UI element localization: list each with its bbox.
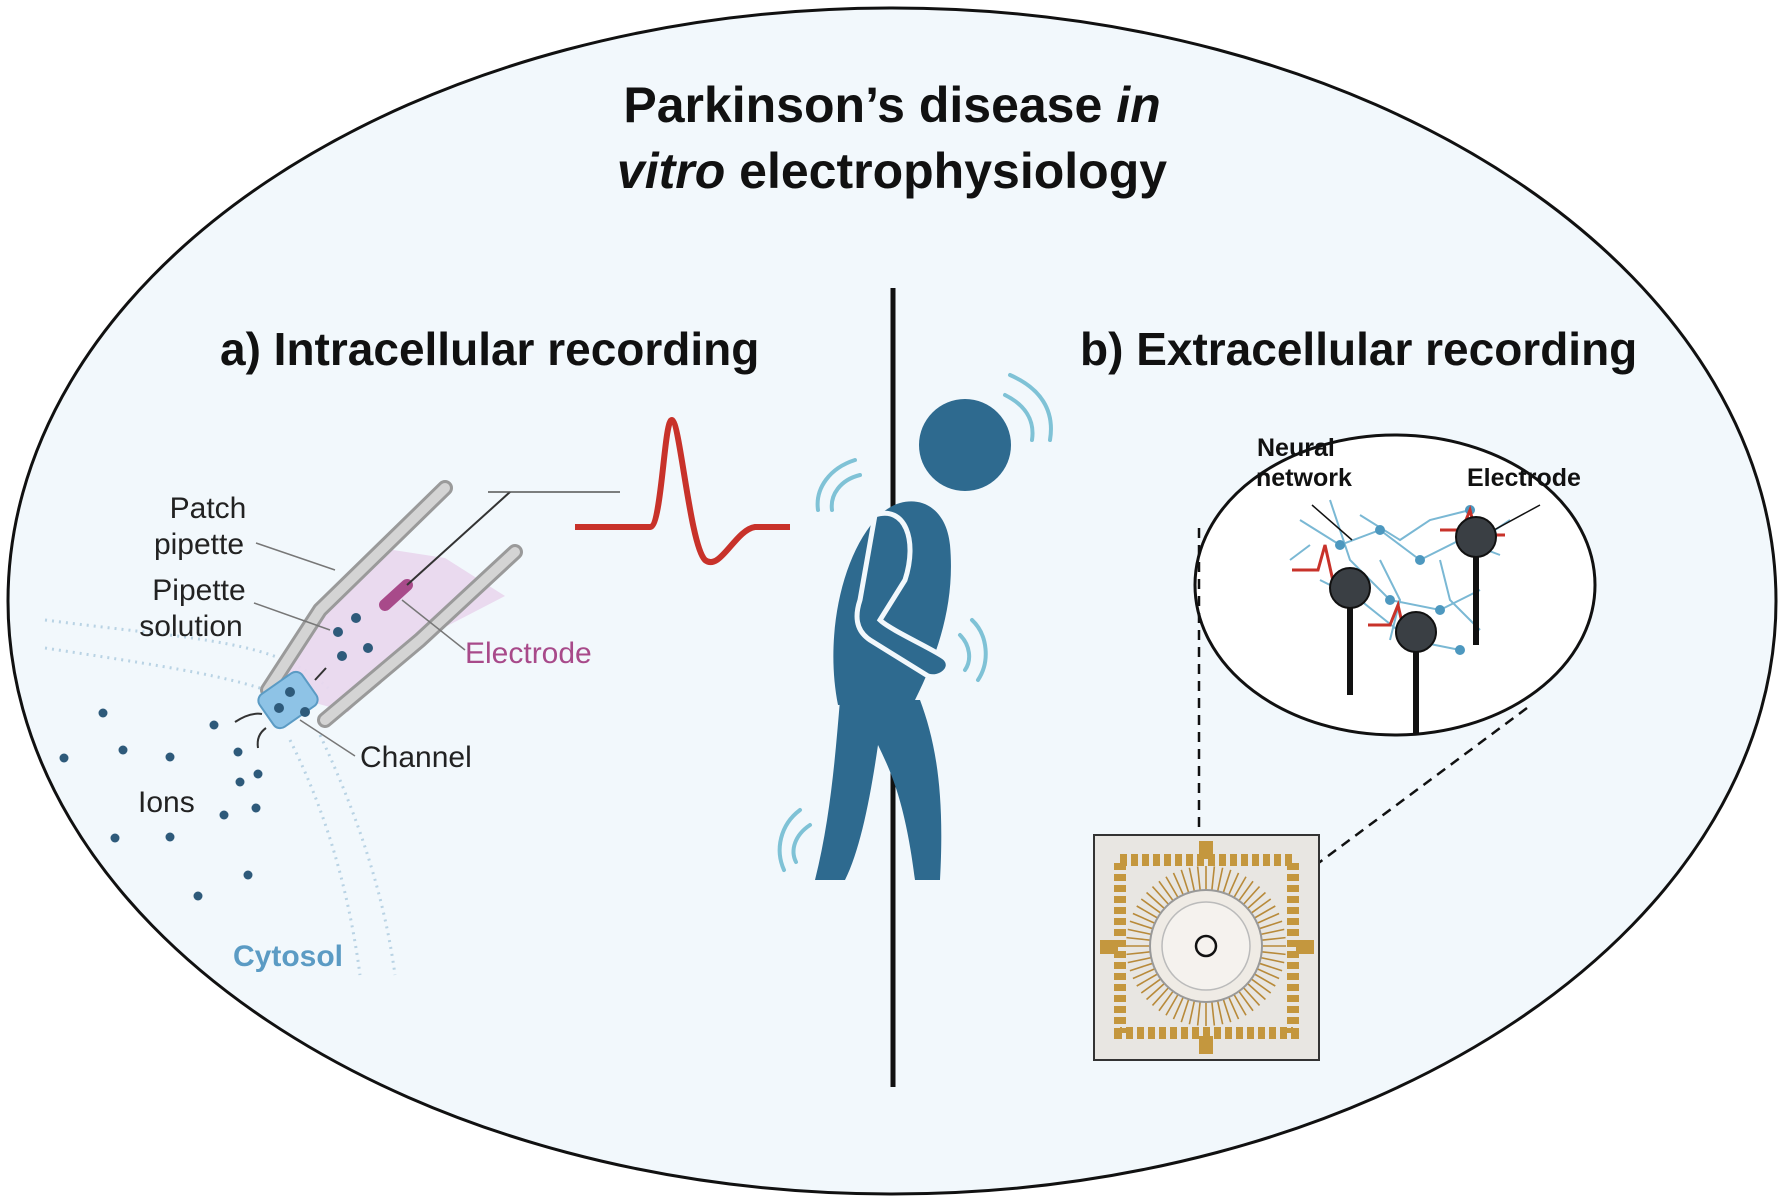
label-patch-pipette-1: Patch [170, 492, 247, 525]
mea-trace [1211, 866, 1216, 891]
mea-trace [1127, 928, 1152, 936]
label-patch-pipette-2: pipette [154, 528, 244, 561]
mea-trace [1222, 869, 1232, 893]
mea-trace [1129, 920, 1153, 930]
mea-trace [1158, 990, 1174, 1012]
microelectrode-array-icon [1093, 834, 1320, 1061]
mea-trace [1165, 994, 1179, 1016]
mea-trace [1233, 994, 1247, 1016]
mea-trace [1180, 999, 1190, 1023]
mea-trace [1228, 996, 1240, 1020]
neural-network-inset-icon [1193, 433, 1597, 737]
mea-trace [1196, 1001, 1201, 1026]
mea-trace [1247, 982, 1266, 1001]
mea-trace [1216, 1000, 1224, 1025]
mea-trace [1132, 968, 1156, 980]
mea-trace [1242, 987, 1261, 1006]
mea-trace [1146, 891, 1165, 910]
mea-trace [1140, 978, 1162, 994]
label-channel: Channel [360, 741, 472, 774]
mea-trace [1250, 898, 1272, 914]
mea-trace [1172, 996, 1184, 1020]
patch-pipette-icon [44, 480, 523, 976]
label-cytosol: Cytosol [233, 940, 343, 973]
mea-trace [1254, 973, 1276, 987]
mea-trace [1247, 891, 1266, 910]
mea-trace [1132, 912, 1156, 924]
mea-trace [1136, 905, 1158, 919]
mea-trace [1228, 872, 1240, 896]
mea-trace [1260, 928, 1285, 936]
label-electrode-inset: Electrode [1467, 464, 1581, 492]
mea-trace [1188, 1000, 1196, 1025]
mea-trace [1127, 956, 1152, 964]
label-neural-network-2: network [1256, 464, 1352, 492]
label-neural-network-1: Neural [1257, 434, 1335, 462]
section-heading-extracellular: b) Extracellular recording [1080, 323, 1637, 375]
mea-trace [1126, 936, 1151, 941]
mea-trace [1188, 867, 1196, 892]
mea-trace [1136, 973, 1158, 987]
mea-trace [1261, 936, 1286, 941]
mea-trace [1196, 866, 1201, 891]
mea-trace [1242, 886, 1261, 905]
label-ions: Ions [138, 786, 195, 819]
label-electrode: Electrode [465, 637, 592, 670]
mea-trace [1151, 987, 1170, 1006]
mea-trace [1233, 876, 1247, 898]
mea-trace [1256, 912, 1280, 924]
page-title: Parkinson’s disease in [623, 77, 1160, 133]
mea-trace [1254, 905, 1276, 919]
label-pipette-solution-1: Pipette [152, 574, 245, 607]
mea-trace [1260, 956, 1285, 964]
mea-trace [1216, 867, 1224, 892]
action-potential-icon [488, 416, 790, 566]
mea-trace [1151, 886, 1170, 905]
parkinson-patient-icon [777, 373, 1053, 880]
mea-trace [1211, 1001, 1216, 1026]
mea-trace [1238, 880, 1254, 902]
mea-trace [1146, 982, 1165, 1001]
section-heading-intracellular: a) Intracellular recording [220, 323, 759, 375]
mea-trace [1222, 999, 1232, 1023]
mea-trace [1140, 898, 1162, 914]
mea-trace [1126, 951, 1151, 956]
mea-trace [1259, 920, 1283, 930]
mea-trace [1172, 872, 1184, 896]
mea-trace [1256, 968, 1280, 980]
label-pipette-solution-2: solution [139, 610, 242, 643]
mea-trace [1129, 962, 1153, 972]
mea-trace [1165, 876, 1179, 898]
mea-trace [1259, 962, 1283, 972]
mea-trace [1238, 990, 1254, 1012]
mea-trace [1261, 951, 1286, 956]
mea-trace [1250, 978, 1272, 994]
mea-trace [1180, 869, 1190, 893]
page-title-line2: vitro electrophysiology [617, 143, 1167, 199]
mea-trace [1158, 880, 1174, 902]
